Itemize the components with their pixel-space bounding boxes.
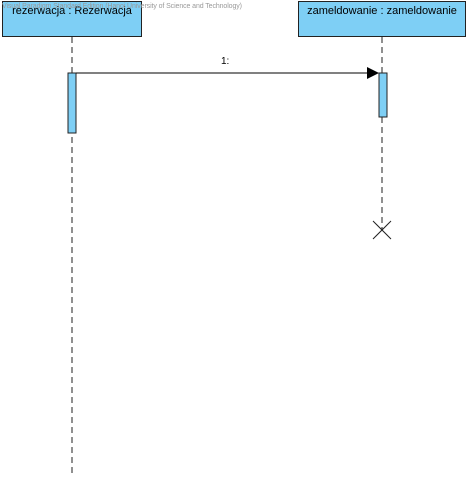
- activation-bar-zameldowanie[interactable]: [378, 72, 388, 118]
- destroy-x-icon: [372, 220, 392, 240]
- message-label: 1:: [221, 56, 230, 67]
- message-arrowhead-icon: [367, 67, 379, 79]
- watermark-text: Visual Paradigm Standard Edition (Hanoi …: [2, 3, 242, 10]
- activation-bar-rezerwacja[interactable]: [67, 72, 77, 134]
- lifeline-head-rezerwacja[interactable]: rezerwacja : Rezerwacja: [2, 1, 142, 37]
- lifeline-head-zameldowanie[interactable]: zameldowanie : zameldowanie: [298, 1, 466, 37]
